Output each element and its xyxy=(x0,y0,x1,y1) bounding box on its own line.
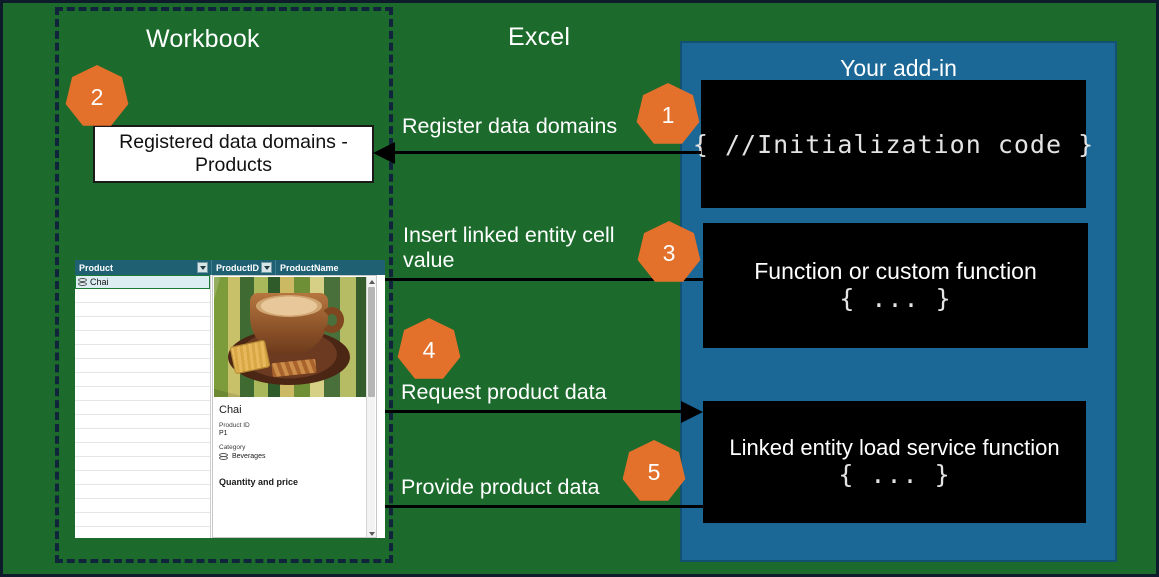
code-box-function: Function or custom function { ... } xyxy=(703,223,1088,348)
arrow-1-line xyxy=(395,151,701,154)
cup-handle-shape xyxy=(320,307,344,333)
scroll-up-arrow-icon[interactable] xyxy=(367,277,376,286)
entity-card-photo xyxy=(214,277,369,397)
field-value-category: Beverages xyxy=(219,452,364,461)
flow-label-4: Request product data xyxy=(401,380,607,404)
filter-dropdown-icon-productid[interactable] xyxy=(261,262,272,273)
entity-card-title: Chai xyxy=(219,404,242,416)
grid-row[interactable] xyxy=(75,415,210,429)
grid-row[interactable] xyxy=(75,303,210,317)
grid-row[interactable] xyxy=(75,471,210,485)
code-box-2-sans: Function or custom function xyxy=(754,257,1037,284)
code-box-initialization: { //Initialization code } xyxy=(693,80,1093,208)
code-box-3-sans: Linked entity load service function xyxy=(729,434,1060,460)
column-header-product[interactable]: Product xyxy=(75,260,211,275)
grid-row[interactable] xyxy=(75,359,210,373)
grid-row[interactable] xyxy=(75,527,210,538)
linked-entity-card: Chai Product ID P1 Category Beverages Qu… xyxy=(212,275,377,538)
grid-row[interactable] xyxy=(75,485,210,499)
grid-row[interactable] xyxy=(75,373,210,387)
excel-screenshot: Product ProductID ProductName Chai xyxy=(75,260,385,538)
selected-cell-chai[interactable]: Chai xyxy=(75,275,210,289)
column-header-productid-label: ProductID xyxy=(216,262,260,273)
workbook-title: Workbook xyxy=(146,25,260,53)
step-badge-4: 4 xyxy=(397,318,461,379)
linked-entity-icon xyxy=(78,278,87,287)
grid-row[interactable] xyxy=(75,387,210,401)
selected-cell-value: Chai xyxy=(90,277,109,287)
grid-row[interactable] xyxy=(75,499,210,513)
grid-row[interactable] xyxy=(75,331,210,345)
scroll-down-arrow-icon[interactable] xyxy=(367,529,376,537)
flow-label-5: Provide product data xyxy=(401,475,600,499)
grid-row[interactable] xyxy=(75,401,210,415)
arrow-3-line xyxy=(143,278,703,281)
category-entity-icon xyxy=(219,452,228,461)
grid-row[interactable] xyxy=(75,345,210,359)
step-badge-5: 5 xyxy=(622,440,686,501)
grid-row[interactable] xyxy=(75,443,210,457)
grid-row[interactable] xyxy=(75,289,210,303)
filter-dropdown-icon-product[interactable] xyxy=(197,262,208,273)
column-header-productid[interactable]: ProductID xyxy=(211,260,275,275)
scrollbar-thumb[interactable] xyxy=(368,287,375,397)
arrow-4-head xyxy=(681,401,703,423)
grid-row[interactable] xyxy=(75,317,210,331)
excel-title: Excel xyxy=(508,23,571,51)
addin-title: Your add-in xyxy=(840,55,957,81)
flow-label-3: Insert linked entity cell value xyxy=(403,223,615,272)
field-value-product-id: P1 xyxy=(219,430,228,437)
code-box-2-mono: { ... } xyxy=(839,284,952,314)
grid-row[interactable] xyxy=(75,513,210,527)
arrow-5-line xyxy=(348,505,703,508)
arrow-4-line xyxy=(373,410,681,413)
entity-card-scrollbar[interactable] xyxy=(366,277,376,537)
entity-card-body: Chai Product ID P1 Category Beverages Qu… xyxy=(219,404,364,487)
code-box-3-mono: { ... } xyxy=(838,460,951,490)
tea-surface-shape xyxy=(256,295,322,317)
excel-table-header-row: Product ProductID ProductName xyxy=(75,260,385,275)
grid-row[interactable] xyxy=(75,457,210,471)
registered-data-domains-box: Registered data domains - Products xyxy=(93,125,374,183)
grid-row[interactable] xyxy=(75,429,210,443)
workbook-boundary xyxy=(55,7,393,563)
code-box-1-mono: { //Initialization code } xyxy=(692,129,1095,159)
entity-card-section-heading: Quantity and price xyxy=(219,477,299,487)
field-label-category: Category xyxy=(219,444,246,451)
field-label-product-id: Product ID xyxy=(219,422,250,429)
code-box-load-service: Linked entity load service function { ..… xyxy=(703,401,1086,523)
flow-label-1: Register data domains xyxy=(402,114,618,138)
column-header-productname[interactable]: ProductName xyxy=(275,260,385,275)
arrow-1-head xyxy=(373,142,395,164)
worksheet-grid-column: Chai xyxy=(75,275,211,538)
column-header-productname-label: ProductName xyxy=(280,262,339,273)
field-value-category-text: Beverages xyxy=(232,453,266,460)
column-header-product-label: Product xyxy=(79,262,114,273)
